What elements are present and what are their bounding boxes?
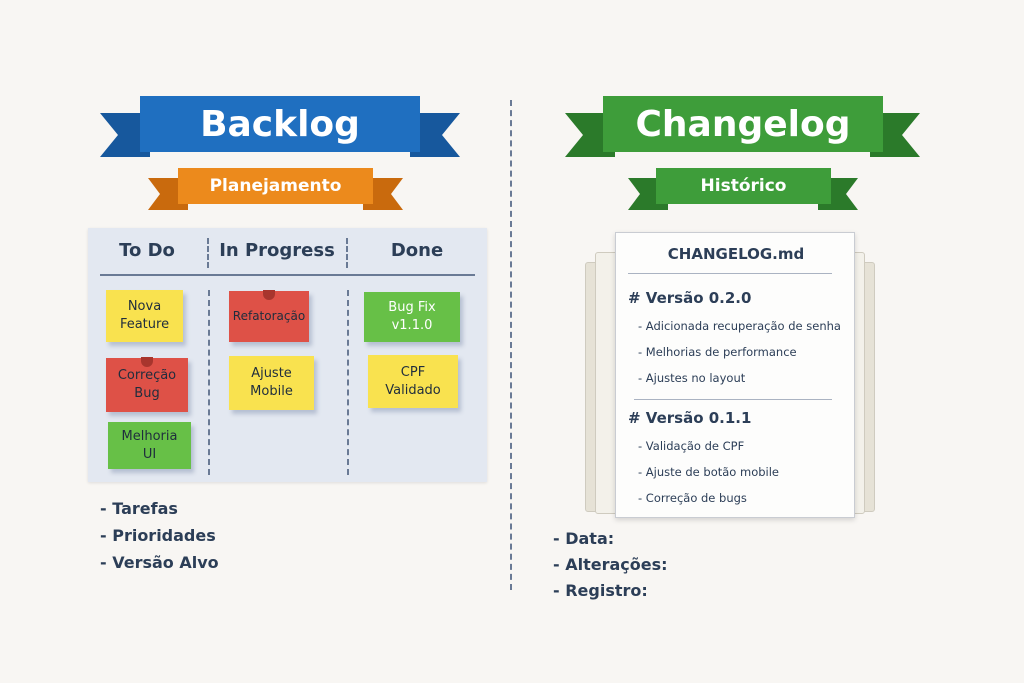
changelog-item: - Ajuste de botão mobile — [638, 465, 780, 479]
pin-icon — [141, 357, 153, 367]
column-header-todo: To Do — [119, 240, 175, 261]
header-divider — [100, 274, 475, 276]
column-header-in-progress: In Progress — [219, 240, 335, 261]
changelog-title: Changelog — [603, 96, 883, 152]
version-heading: # Versão 0.2.0 — [628, 289, 752, 307]
bullet-alteracoes: - Alterações: — [553, 555, 668, 574]
bullet-registro: - Registro: — [553, 581, 648, 600]
planejamento-subtitle: Planejamento — [178, 168, 373, 204]
changelog-item: - Adicionada recuperação de senha — [638, 319, 841, 333]
sticky-note-correcao-bug[interactable]: Correção Bug — [106, 357, 188, 412]
backlog-title: Backlog — [140, 96, 420, 152]
sticky-note-melhoria-ui[interactable]: Melhoria UI — [108, 422, 191, 469]
changelog-item: - Melhorias de performance — [638, 345, 797, 359]
sticky-note-nova-feature[interactable]: Nova Feature — [106, 290, 183, 342]
version-heading: # Versão 0.1.1 — [628, 409, 752, 427]
bullet-prioridades: - Prioridades — [100, 526, 216, 545]
note-text: Correção Bug — [117, 368, 177, 401]
doc-filename: CHANGELOG.md — [667, 245, 805, 263]
sticky-note-ajuste-mobile[interactable]: Ajuste Mobile — [229, 356, 314, 410]
column-divider — [346, 238, 348, 268]
backlog-ribbon-tails — [100, 113, 460, 157]
pin-icon — [263, 290, 275, 300]
historico-subtitle: Histórico — [656, 168, 831, 204]
column-divider — [207, 238, 209, 268]
bullet-data: - Data: — [553, 529, 615, 548]
note-text: Refatoração — [232, 309, 306, 324]
column-divider — [347, 290, 349, 475]
sticky-note-refatoracao[interactable]: Refatoração — [229, 290, 309, 342]
sticky-note-bug-fix[interactable]: Bug Fix v1.1.0 — [364, 292, 460, 342]
changelog-document: CHANGELOG.md # Versão 0.2.0 - Adicionada… — [615, 232, 855, 518]
center-divider — [510, 100, 512, 590]
column-header-done: Done — [390, 240, 444, 261]
bullet-tarefas: - Tarefas — [100, 499, 178, 518]
doc-divider — [634, 399, 832, 400]
changelog-item: - Correção de bugs — [638, 491, 747, 505]
sticky-note-cpf-validado[interactable]: CPF Validado — [368, 355, 458, 408]
changelog-item: - Validação de CPF — [638, 439, 745, 453]
doc-divider — [628, 273, 832, 274]
bullet-versao-alvo: - Versão Alvo — [100, 553, 219, 572]
column-divider — [208, 290, 210, 475]
changelog-item: - Ajustes no layout — [638, 371, 746, 385]
